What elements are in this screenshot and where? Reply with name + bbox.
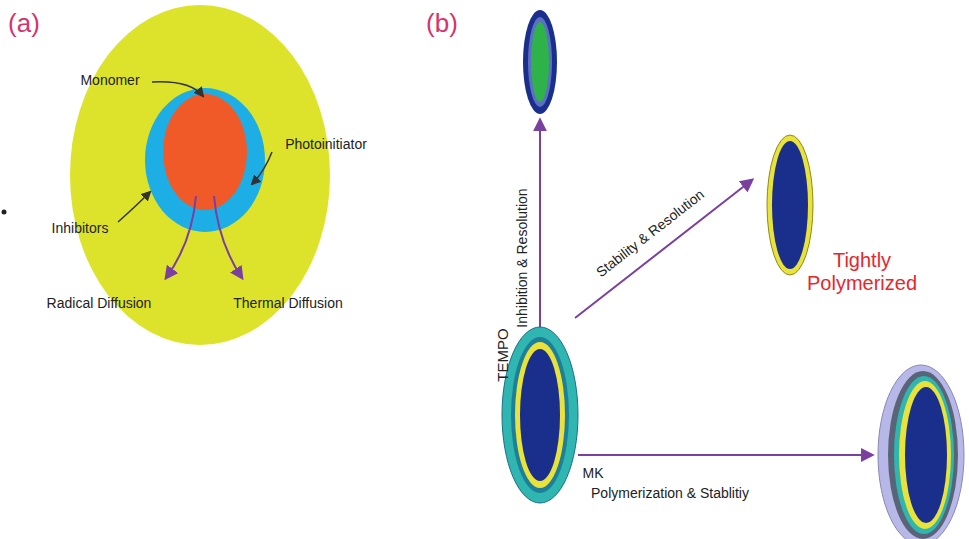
process-label: Thermal Diffusion bbox=[233, 295, 342, 311]
part-label: Monomer bbox=[80, 72, 139, 88]
dot bbox=[2, 210, 7, 215]
arrow-label: MK bbox=[583, 465, 604, 481]
panel-letter: (a) bbox=[8, 9, 40, 39]
part-label: Photoinitiator bbox=[285, 136, 367, 152]
arrow-label: Polymerization & Stablitiy bbox=[591, 485, 749, 501]
arrow-label: Inhibition & Resolution bbox=[514, 188, 530, 327]
voxel bbox=[523, 10, 557, 114]
leader-arrow bbox=[118, 192, 150, 222]
diffusion-arrow bbox=[166, 196, 196, 278]
outer-region bbox=[70, 5, 330, 345]
arrow-label: Stability & Resolution bbox=[593, 186, 707, 280]
panel-letter: (b) bbox=[426, 9, 458, 39]
voxel bbox=[502, 327, 578, 503]
diffusion-arrow bbox=[214, 196, 242, 278]
voxel bbox=[878, 365, 964, 539]
arrow bbox=[575, 180, 752, 318]
result-label: Tightly Polymerized bbox=[797, 249, 927, 295]
leader-arrow bbox=[152, 82, 203, 96]
core bbox=[163, 94, 247, 210]
voxel bbox=[767, 135, 813, 275]
arrow bbox=[578, 454, 872, 456]
leader-arrow bbox=[252, 152, 272, 184]
arrow-label: TEMPO bbox=[494, 328, 511, 381]
part-label: Inhibitors bbox=[52, 220, 109, 236]
middle-layer bbox=[145, 88, 265, 232]
arrow bbox=[539, 120, 541, 328]
process-label: Radical Diffusion bbox=[47, 295, 152, 311]
